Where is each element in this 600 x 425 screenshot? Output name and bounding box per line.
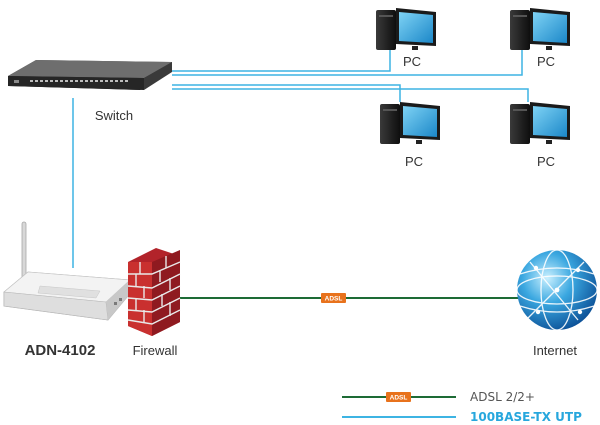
adsl-badge: ADSL bbox=[321, 293, 346, 303]
legend-item-adsl: ADSL ADSL 2/2+ bbox=[342, 390, 535, 404]
pc-icon bbox=[380, 102, 440, 144]
legend-utp-label: 100BASE-TX UTP bbox=[470, 410, 582, 424]
pc-label: PC bbox=[403, 54, 421, 69]
switch-icon bbox=[8, 60, 172, 90]
adsl-badge-text: ADSL bbox=[325, 296, 343, 303]
pc-icon bbox=[510, 8, 570, 50]
cable-switch-to-pc-bottom-right bbox=[172, 88, 529, 102]
globe-icon bbox=[516, 249, 598, 331]
pc-label: PC bbox=[405, 154, 423, 169]
legend: ADSL ADSL 2/2+ 100BASE-TX UTP bbox=[342, 390, 582, 424]
legend-adsl-badge-text: ADSL bbox=[390, 395, 408, 402]
cable-switch-to-pc-bottom-left bbox=[172, 84, 401, 102]
legend-adsl-label: ADSL 2/2+ bbox=[470, 390, 535, 404]
switch-label: Switch bbox=[95, 108, 133, 123]
pc-icon bbox=[510, 102, 570, 144]
pc-icon bbox=[376, 8, 436, 50]
cable-switch-to-pc-top-left bbox=[172, 47, 391, 72]
firewall-label: Firewall bbox=[133, 343, 178, 358]
utp-cables-switch-to-pcs bbox=[172, 47, 529, 102]
router-icon bbox=[3, 221, 131, 321]
router-antenna bbox=[21, 221, 27, 281]
pc-label: PC bbox=[537, 54, 555, 69]
legend-item-utp: 100BASE-TX UTP bbox=[342, 410, 582, 424]
firewall-icon bbox=[127, 248, 181, 336]
pc-label: PC bbox=[537, 154, 555, 169]
router-label: ADN-4102 bbox=[25, 342, 96, 359]
internet-label: Internet bbox=[533, 343, 577, 358]
cable-switch-to-pc-top-right bbox=[172, 47, 523, 76]
